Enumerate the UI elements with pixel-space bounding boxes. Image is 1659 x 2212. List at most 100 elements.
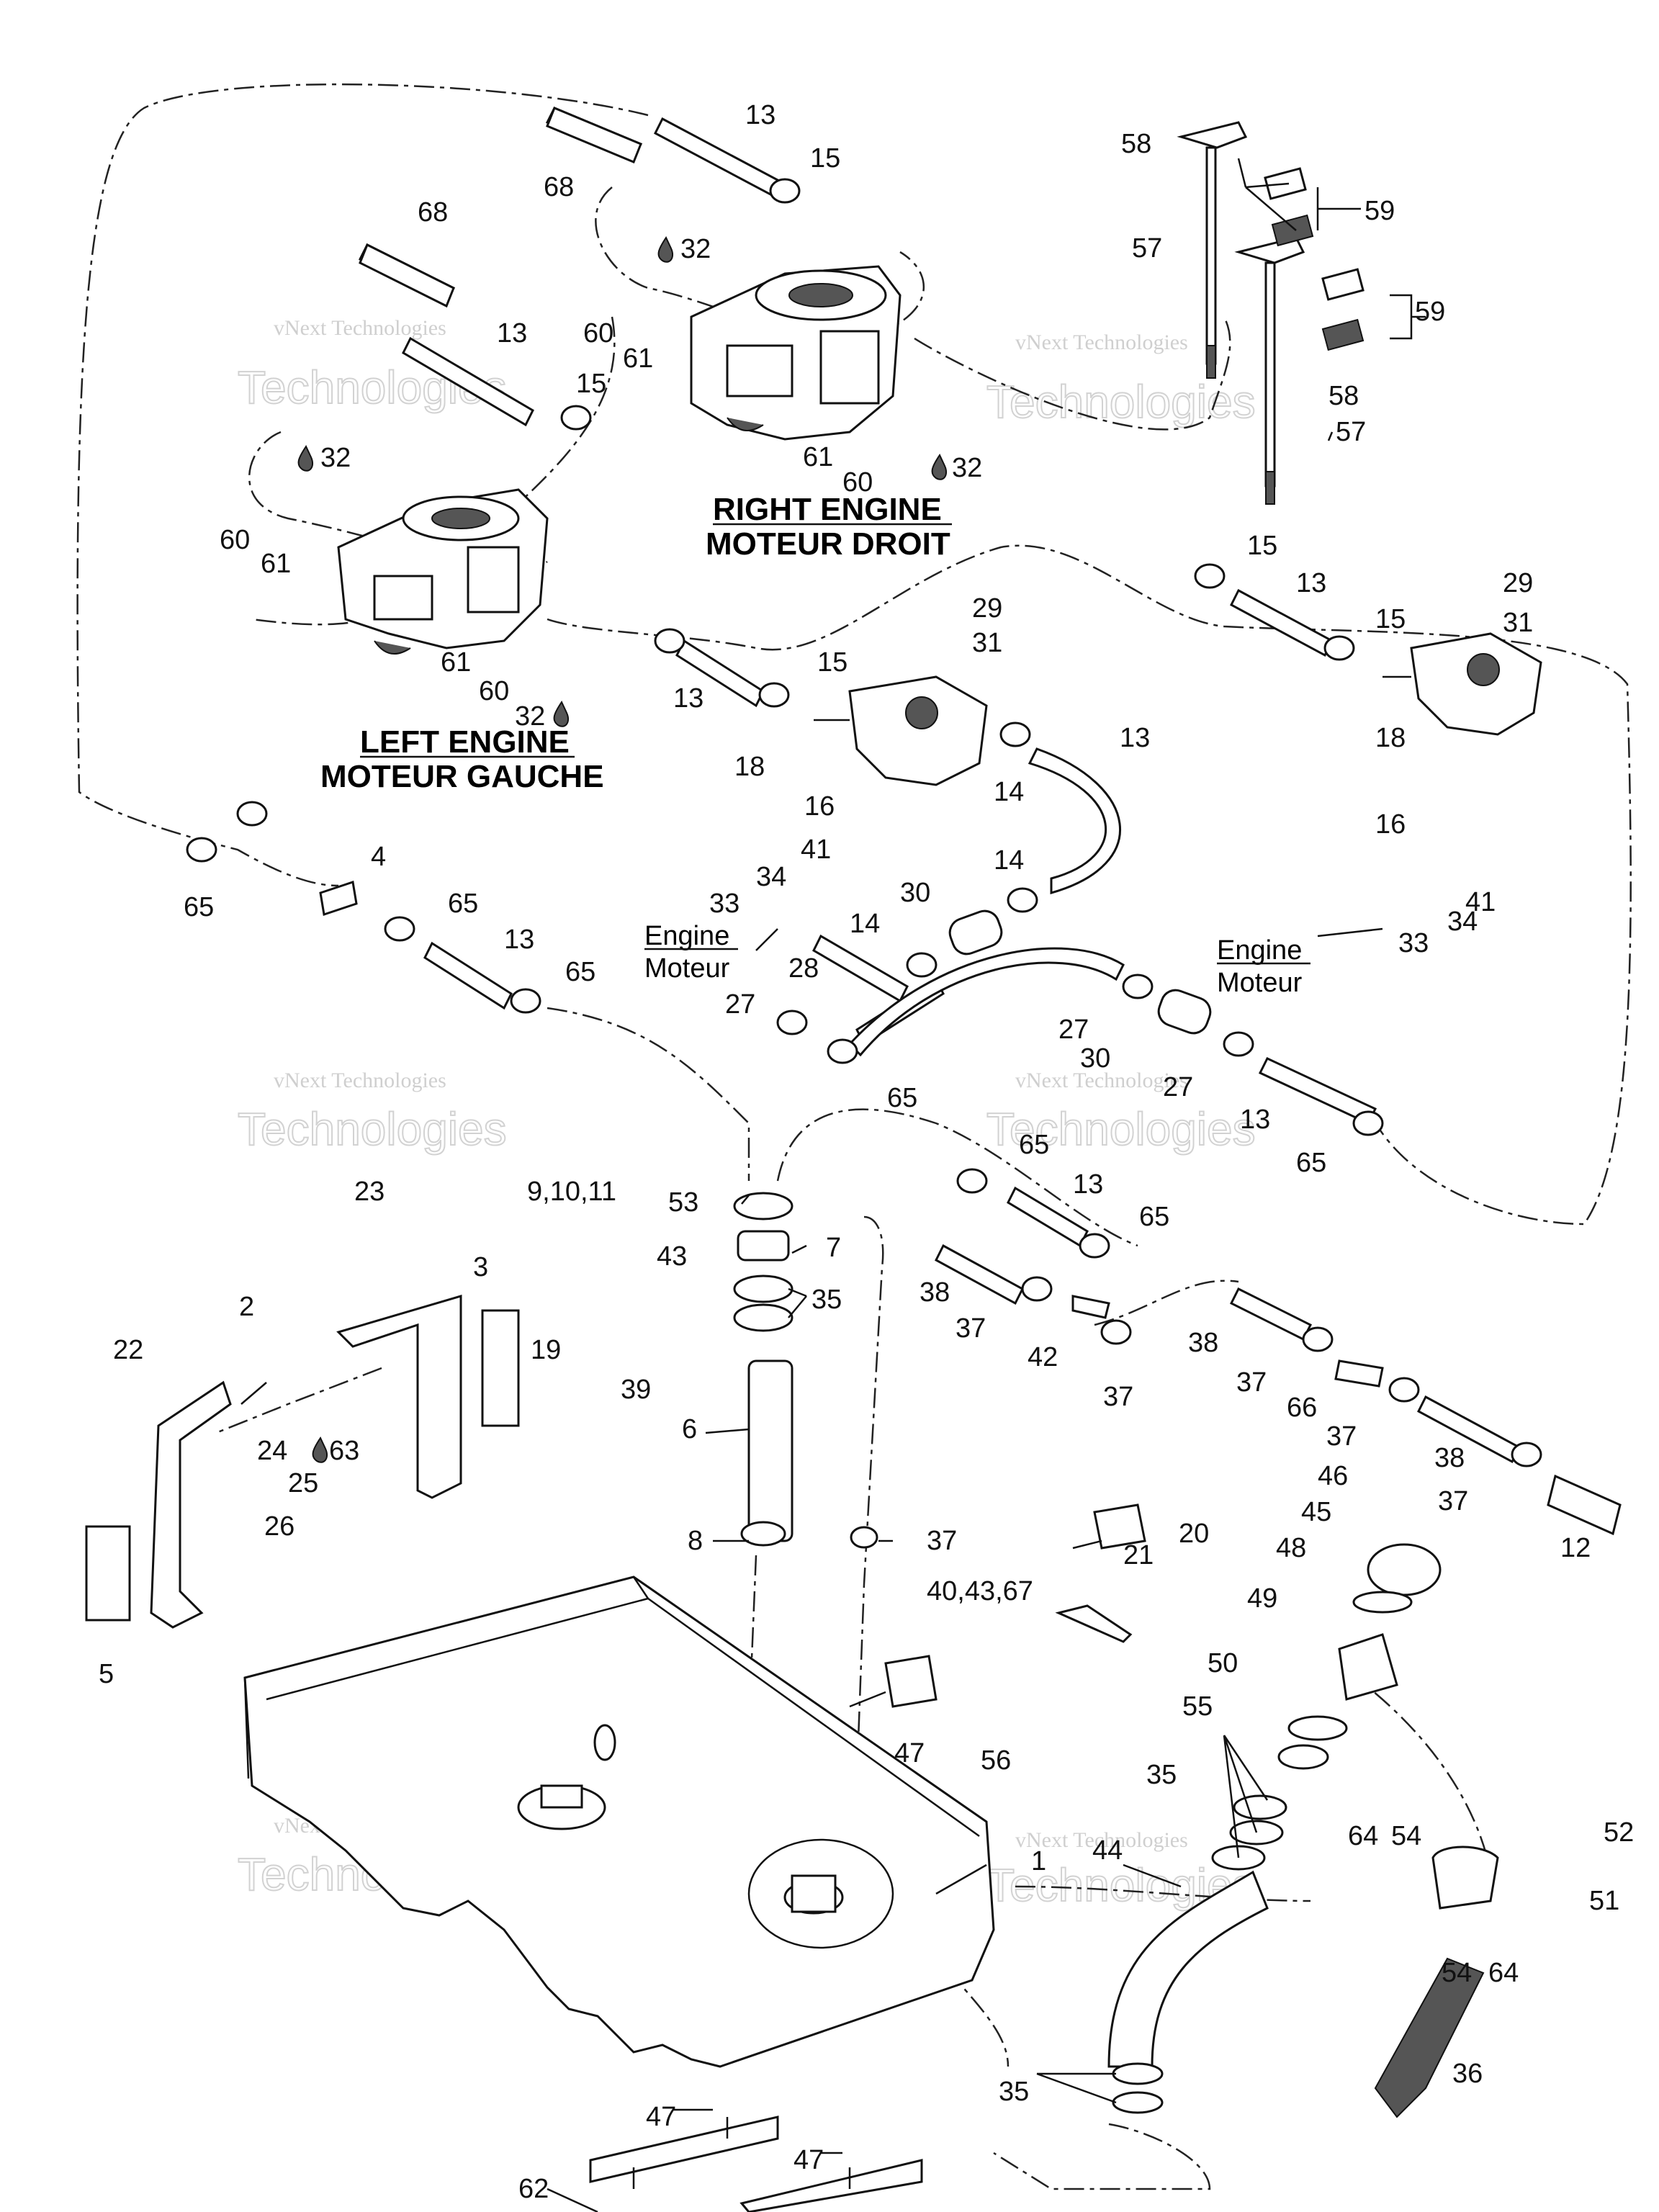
callout-61: 61: [441, 647, 471, 678]
callout-6: 6: [682, 1414, 697, 1444]
callout-numbers: 13 15 68 58 59 57 59 58 57 32 60 61 68 1…: [99, 100, 1634, 2204]
callout-35: 35: [1146, 1760, 1177, 1790]
left-engine-title: LEFT ENGINE: [360, 724, 570, 760]
callout-37: 37: [927, 1526, 957, 1556]
callout-20: 20: [1179, 1519, 1209, 1549]
callout-42: 42: [1028, 1342, 1058, 1372]
callout-18: 18: [734, 752, 765, 782]
callout-59: 59: [1415, 297, 1445, 327]
callout-48: 48: [1276, 1533, 1306, 1563]
callout-13: 13: [1240, 1105, 1270, 1135]
callout-50: 50: [1208, 1648, 1238, 1678]
callout-62: 62: [518, 2174, 549, 2204]
callout-30: 30: [900, 878, 930, 908]
watermark-text: vNext Technologies: [1015, 1828, 1188, 1852]
callout-33: 33: [1398, 928, 1429, 958]
callout-46: 46: [1318, 1461, 1348, 1491]
watermark-big-text: Technologies: [238, 1103, 507, 1155]
engine-label-line1: Engine: [1217, 935, 1302, 966]
callout-32: 32: [320, 443, 351, 473]
left-carburetor: [337, 488, 549, 655]
watermark-text: vNext Technologies: [274, 1069, 446, 1092]
left-engine-subtitle: MOTEUR GAUCHE: [320, 759, 604, 794]
callout-13: 13: [1296, 568, 1326, 598]
callout-60: 60: [842, 467, 873, 498]
callout-68: 68: [544, 172, 574, 202]
callout-60: 60: [220, 525, 250, 555]
callout-24: 24: [257, 1436, 287, 1466]
callout-53: 53: [668, 1187, 698, 1218]
callout-13: 13: [1073, 1169, 1103, 1200]
callout-4: 4: [371, 842, 386, 872]
callout-60: 60: [583, 318, 613, 349]
brackets: [85, 1294, 520, 1629]
watermark-big-text: Technologies: [986, 376, 1256, 428]
callout-61: 61: [803, 442, 833, 472]
callout-33: 33: [709, 889, 739, 919]
callout-29: 29: [972, 593, 1002, 624]
callout-58: 58: [1328, 381, 1359, 411]
callout-59: 59: [1364, 196, 1395, 226]
callout-44: 44: [1092, 1835, 1123, 1866]
callout-37: 37: [1326, 1421, 1357, 1452]
callout-30: 30: [1080, 1043, 1110, 1074]
callout-27: 27: [1058, 1015, 1089, 1045]
callout-14: 14: [994, 845, 1024, 876]
callout-36: 36: [1452, 2059, 1483, 2089]
callout-37: 37: [956, 1313, 986, 1344]
callout-45: 45: [1301, 1497, 1331, 1527]
callout-32: 32: [515, 701, 545, 732]
callout-65: 65: [1139, 1202, 1169, 1232]
callout-3: 3: [473, 1252, 488, 1282]
callout-16: 16: [804, 791, 835, 822]
callout-54: 54: [1391, 1821, 1421, 1851]
callout-15: 15: [1247, 531, 1277, 561]
callout-37: 37: [1103, 1382, 1133, 1412]
callout-35: 35: [811, 1285, 842, 1315]
callout-22: 22: [113, 1335, 143, 1365]
callout-65: 65: [448, 889, 478, 919]
callout-14: 14: [850, 909, 880, 939]
clamps-and-fittings: [186, 178, 1622, 2114]
callout-28: 28: [788, 953, 819, 984]
callout-35: 35: [999, 2077, 1029, 2107]
callout-63: 63: [329, 1436, 359, 1466]
callout-40-43-67: 40,43,67: [927, 1576, 1033, 1606]
callout-61: 61: [623, 343, 653, 374]
callout-15: 15: [817, 647, 848, 678]
callout-16: 16: [1375, 809, 1406, 840]
watermark-big-text: Technologies: [986, 1103, 1256, 1155]
callout-57: 57: [1336, 417, 1366, 447]
watermark-text: vNext Technologies: [1015, 1069, 1188, 1092]
callout-27: 27: [725, 989, 755, 1020]
callout-13: 13: [1120, 723, 1150, 753]
callout-5: 5: [99, 1659, 114, 1689]
engine-label-line1: Engine: [644, 921, 729, 951]
callout-66: 66: [1287, 1393, 1317, 1423]
callout-60: 60: [479, 676, 509, 706]
callout-1: 1: [1031, 1846, 1046, 1876]
callout-29: 29: [1503, 568, 1533, 598]
fuel-pump-right: [1382, 632, 1542, 736]
drop-icon: [931, 453, 948, 480]
drop-icon: [553, 700, 570, 727]
callout-68: 68: [418, 197, 448, 228]
callout-34: 34: [756, 862, 786, 892]
callout-21: 21: [1123, 1540, 1154, 1570]
callout-49: 49: [1247, 1583, 1277, 1614]
callout-54: 54: [1442, 1958, 1472, 1988]
callout-9-10-11: 9,10,11: [527, 1177, 616, 1207]
right-engine-subtitle: MOTEUR DROIT: [706, 526, 950, 562]
dipsticks: [1177, 121, 1364, 505]
callout-47: 47: [793, 2145, 824, 2175]
callout-25: 25: [288, 1468, 318, 1498]
engine-label-line2: Moteur: [644, 953, 730, 984]
callout-15: 15: [810, 143, 840, 174]
callout-51: 51: [1589, 1886, 1619, 1916]
callout-12: 12: [1560, 1533, 1591, 1563]
callout-13: 13: [497, 318, 527, 349]
drop-icon: [297, 444, 314, 472]
callout-65: 65: [1019, 1130, 1049, 1160]
callout-47: 47: [894, 1738, 925, 1768]
